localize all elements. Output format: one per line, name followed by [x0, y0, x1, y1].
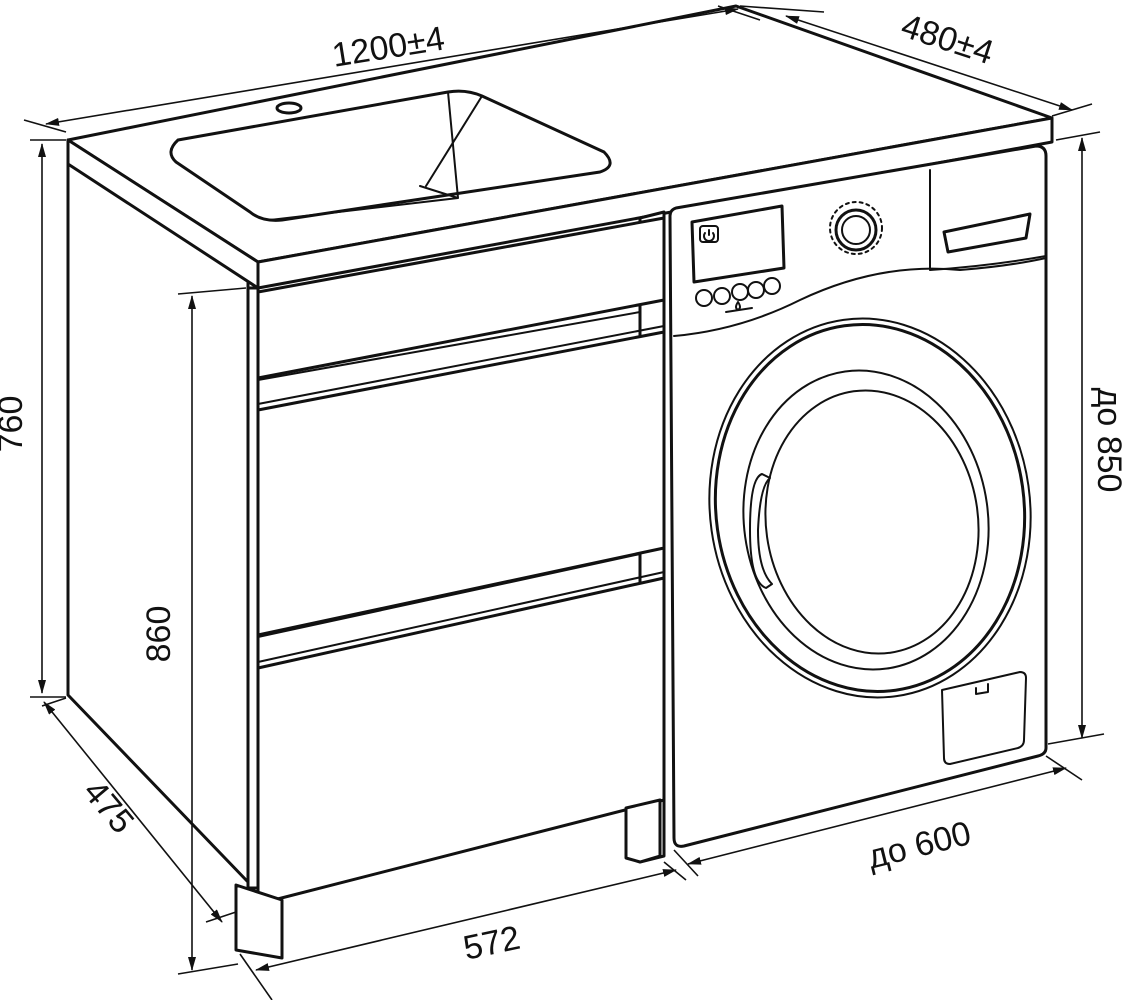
lower-drawer-handle-gap — [257, 571, 665, 663]
control-panel-edge — [673, 257, 1047, 337]
lower-drawer-reveal — [257, 553, 641, 638]
top-fascia-panel — [256, 216, 666, 380]
upper-drawer-handle-gap — [257, 325, 665, 405]
power-icon — [699, 225, 719, 243]
program-dial-icon — [829, 201, 883, 255]
machine-width-label: до 600 — [864, 814, 975, 876]
cabinet-width-label: 572 — [460, 919, 523, 968]
door-handle — [749, 473, 773, 589]
dimension-lines — [23, 5, 1105, 1001]
depth-label: 480±4 — [897, 7, 998, 72]
washing-machine — [668, 144, 1048, 848]
upper-drawer-front — [256, 330, 666, 637]
lower-drawer-front — [256, 576, 666, 906]
total-height-label: 860 — [140, 606, 178, 663]
control-buttons — [695, 277, 781, 313]
washer-body — [668, 144, 1048, 848]
detergent-drawer — [929, 169, 1047, 271]
cabinet-leg-front-right — [624, 798, 662, 864]
detergent-drawer-icon — [942, 212, 1032, 254]
service-hatch-icon — [941, 671, 1027, 765]
depth-dimension-line — [785, 15, 1073, 111]
cabinet-width-dimension-line — [255, 869, 677, 971]
cabinet-depth-label: 475 — [76, 773, 142, 841]
machine-width-dimension-line — [687, 767, 1067, 865]
cabinet-height-label: 760 — [0, 396, 30, 453]
machine-height-label: до 850 — [1090, 388, 1128, 493]
width-dimension-line — [45, 7, 739, 126]
tap-hole — [275, 101, 303, 115]
cabinet-depth-dimension-line — [43, 701, 223, 923]
washer-door — [708, 317, 1032, 699]
upper-drawer-reveal — [257, 311, 641, 381]
